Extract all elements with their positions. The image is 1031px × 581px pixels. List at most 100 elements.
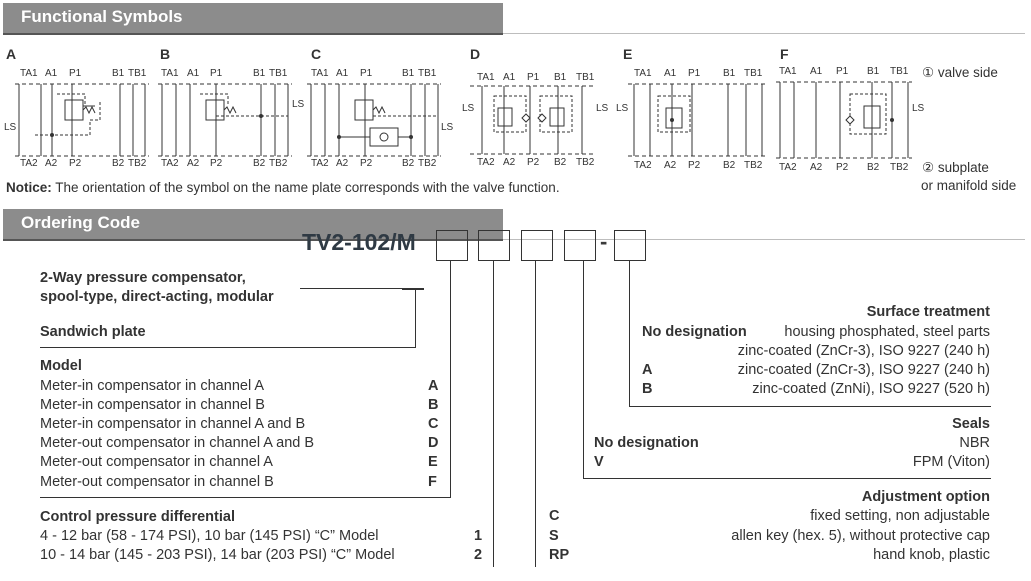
port-label: TB1 — [576, 72, 595, 83]
port-label: TB1 — [890, 66, 909, 77]
port-label: A2 — [810, 162, 823, 173]
adjustment-title: Adjustment option — [861, 489, 990, 505]
model-code-f: F — [428, 474, 437, 490]
port-label: A1 — [664, 68, 677, 79]
port-label: B1 — [402, 68, 415, 79]
model-desc: Meter-in compensator in channel A and B — [40, 416, 306, 432]
seals-line — [583, 478, 991, 479]
symbol-letter-d: D — [470, 46, 481, 62]
surface-b-text: zinc-coated (ZnNi), ISO 9227 (520 h) — [752, 381, 990, 397]
port-label: TA2 — [20, 158, 38, 169]
port-label: A1 — [336, 68, 349, 79]
control-pressure-code-1: 1 — [474, 528, 483, 544]
symbol-f-diagram — [776, 81, 912, 159]
notice: Notice: The orientation of the symbol on… — [6, 180, 560, 195]
port-label: B1 — [112, 68, 125, 79]
port-label: P1 — [836, 66, 849, 77]
port-label: TA1 — [161, 68, 179, 79]
port-label: A1 — [810, 66, 823, 77]
port-label: P1 — [210, 68, 223, 79]
seals-title: Seals — [952, 416, 990, 432]
manifold-side-note: or manifold side — [921, 178, 1017, 193]
port-label: TB2 — [890, 162, 909, 173]
seals-fpm: FPM (Viton) — [912, 454, 990, 470]
port-label: P2 — [836, 162, 849, 173]
code-box-surface[interactable] — [614, 230, 646, 261]
subplate-side-note: ② subplate — [922, 160, 989, 175]
port-label: B2 — [253, 158, 266, 169]
ls-label: LS — [596, 103, 609, 114]
code-box-seals[interactable] — [564, 230, 596, 261]
port-label: P2 — [69, 158, 82, 169]
model-code-d: D — [428, 435, 439, 451]
port-label: A1 — [503, 72, 516, 83]
adjustment-desc: hand knob, plastic — [873, 547, 990, 563]
port-label: A2 — [664, 160, 677, 171]
symbol-a-diagram — [15, 83, 149, 157]
ls-label: LS — [462, 103, 475, 114]
product-name-line2: spool-type, direct-acting, modular — [40, 289, 274, 305]
surface-line-vert — [629, 261, 630, 407]
port-label: TB2 — [128, 158, 147, 169]
model-code-underline — [300, 288, 424, 289]
surface-line — [629, 406, 991, 407]
port-label: A2 — [45, 158, 58, 169]
ls-label: LS — [912, 103, 925, 114]
sandwich-line-vert — [415, 289, 416, 348]
functional-symbols-title: Functional Symbols — [21, 7, 183, 26]
port-label: TA2 — [634, 160, 652, 171]
sandwich-line — [40, 347, 416, 348]
port-label: B1 — [723, 68, 736, 79]
model-desc: Meter-out compensator in channel B — [40, 474, 274, 490]
symbol-e-diagram — [628, 83, 766, 157]
port-label: P2 — [527, 157, 540, 168]
symbol-b-diagram — [158, 83, 292, 157]
symbol-d-diagram — [470, 85, 594, 155]
notice-text: The orientation of the symbol on the nam… — [51, 180, 560, 195]
port-label: A1 — [45, 68, 58, 79]
control-pressure-desc: 4 - 12 bar (58 - 174 PSI), 10 bar (145 P… — [40, 528, 379, 544]
valve-side-note: ① valve side — [922, 65, 998, 80]
control-pressure-desc: 10 - 14 bar (145 - 203 PSI), 14 bar (203… — [40, 547, 395, 563]
code-box-adjustment[interactable] — [521, 230, 553, 261]
port-label: TB1 — [128, 68, 147, 79]
port-label: TA1 — [477, 72, 495, 83]
port-label: TA1 — [311, 68, 329, 79]
port-label: P2 — [360, 158, 373, 169]
port-label: TB2 — [744, 160, 763, 171]
model-title: Model — [40, 358, 82, 374]
port-label: TA2 — [161, 158, 179, 169]
ordering-code-header: Ordering Code — [3, 209, 503, 241]
ls-label: LS — [292, 99, 305, 110]
port-label: TA2 — [477, 157, 495, 168]
symbol-letter-f: F — [780, 46, 789, 62]
surface-title: Surface treatment — [866, 304, 990, 320]
control-pressure-title: Control pressure differential — [40, 509, 235, 525]
surface-code-b: B — [642, 381, 653, 397]
model-code-c: C — [428, 416, 439, 432]
port-label: A2 — [187, 158, 200, 169]
model-code-a: A — [428, 378, 439, 394]
model-desc: Meter-out compensator in channel A — [40, 454, 273, 470]
port-label: TB2 — [269, 158, 288, 169]
seals-line-vert — [583, 261, 584, 479]
code-box-control-pressure[interactable] — [478, 230, 510, 261]
port-label: P2 — [688, 160, 701, 171]
product-name-line1: 2-Way pressure compensator, — [40, 270, 246, 286]
adjustment-line — [535, 261, 536, 567]
port-label: P2 — [210, 158, 223, 169]
code-box-model[interactable] — [436, 230, 468, 261]
port-label: P1 — [360, 68, 373, 79]
port-label: TA2 — [311, 158, 329, 169]
header-rule — [503, 33, 1025, 34]
header-rule — [503, 239, 1025, 240]
port-label: TB1 — [418, 68, 437, 79]
port-label: TB1 — [269, 68, 288, 79]
model-desc: Meter-out compensator in channel A and B — [40, 435, 315, 451]
ls-label: LS — [616, 103, 629, 114]
notice-label: Notice: — [6, 180, 52, 195]
model-code-b: B — [428, 397, 439, 413]
ls-label: LS — [4, 122, 17, 133]
port-label: A1 — [187, 68, 200, 79]
model-desc: Meter-in compensator in channel B — [40, 397, 265, 413]
